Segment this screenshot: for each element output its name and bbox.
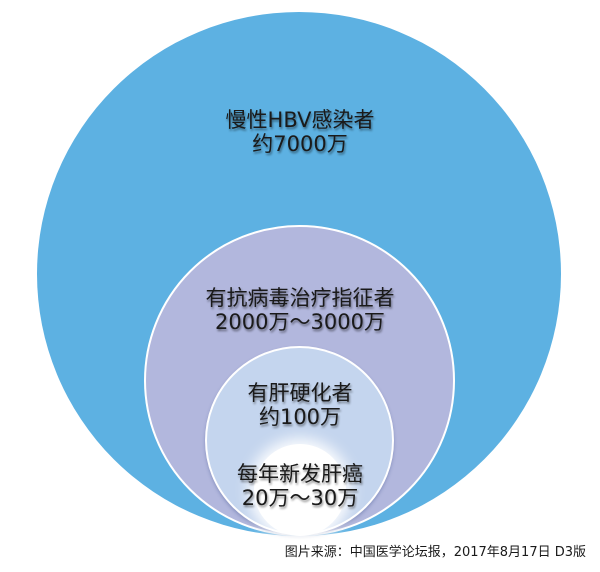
liver-cancer-circle <box>254 444 346 536</box>
chronic-hbv-label: 慢性HBV感染者 约7000万 <box>0 108 600 156</box>
image-source-caption: 图片来源：中国医学论坛报，2017年8月17日 D3版 <box>284 545 586 560</box>
level-title: 慢性HBV感染者 <box>225 108 375 132</box>
level-value: 20万～30万 <box>241 486 359 510</box>
level-value: 约7000万 <box>252 132 348 156</box>
antiviral-indication-label: 有抗病毒治疗指征者 2000万～3000万 <box>0 286 600 334</box>
level-title: 有抗病毒治疗指征者 <box>205 286 395 310</box>
level-value: 约100万 <box>258 405 342 429</box>
level-title: 有肝硬化者 <box>247 381 353 405</box>
level-title: 每年新发肝癌 <box>237 462 363 486</box>
liver-cancer-label: 每年新发肝癌 20万～30万 <box>0 462 600 510</box>
level-value: 2000万～3000万 <box>215 310 385 334</box>
cirrhosis-label: 有肝硬化者 约100万 <box>0 381 600 429</box>
